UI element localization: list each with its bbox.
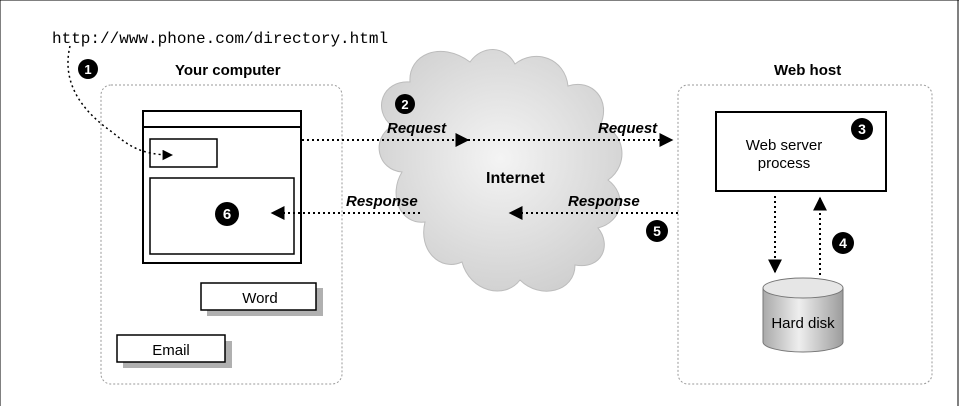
svg-text:6: 6	[223, 206, 231, 223]
step-marker-5: 5	[646, 220, 668, 242]
svg-text:3: 3	[858, 121, 866, 137]
email-window[interactable]	[116, 334, 232, 368]
internet-cloud	[378, 49, 623, 292]
request-label-left: Request	[387, 120, 447, 137]
disk-label: Hard disk	[771, 315, 835, 332]
server-label-line1: Web server	[746, 137, 822, 154]
client-container	[100, 84, 343, 385]
email-label: Email	[152, 342, 190, 359]
url-entry-arrow	[67, 45, 174, 161]
host-container	[677, 84, 933, 385]
request-label-right: Request	[598, 120, 658, 137]
svg-text:2: 2	[401, 97, 408, 112]
step-marker-4: 4	[832, 232, 854, 254]
svg-text:5: 5	[653, 223, 661, 239]
svg-text:1: 1	[84, 62, 91, 77]
address-field[interactable]	[149, 138, 218, 168]
hard-disk-icon	[762, 277, 844, 353]
internet-label: Internet	[486, 170, 545, 187]
response-label-left: Response	[346, 193, 418, 210]
step-marker-6: 6	[215, 202, 239, 226]
step-marker-2: 2	[395, 94, 415, 114]
response-label-right: Response	[568, 193, 640, 210]
client-label: Your computer	[175, 62, 281, 79]
word-label: Word	[242, 290, 278, 307]
step-marker-3: 3	[851, 118, 873, 140]
svg-text:4: 4	[839, 235, 847, 251]
url-text: http://www.phone.com/directory.html	[52, 30, 388, 48]
server-label-line2: process	[758, 155, 811, 172]
word-window[interactable]	[200, 282, 323, 316]
browser-window	[142, 110, 302, 264]
step-marker-1: 1	[78, 59, 98, 79]
host-label: Web host	[774, 62, 841, 79]
